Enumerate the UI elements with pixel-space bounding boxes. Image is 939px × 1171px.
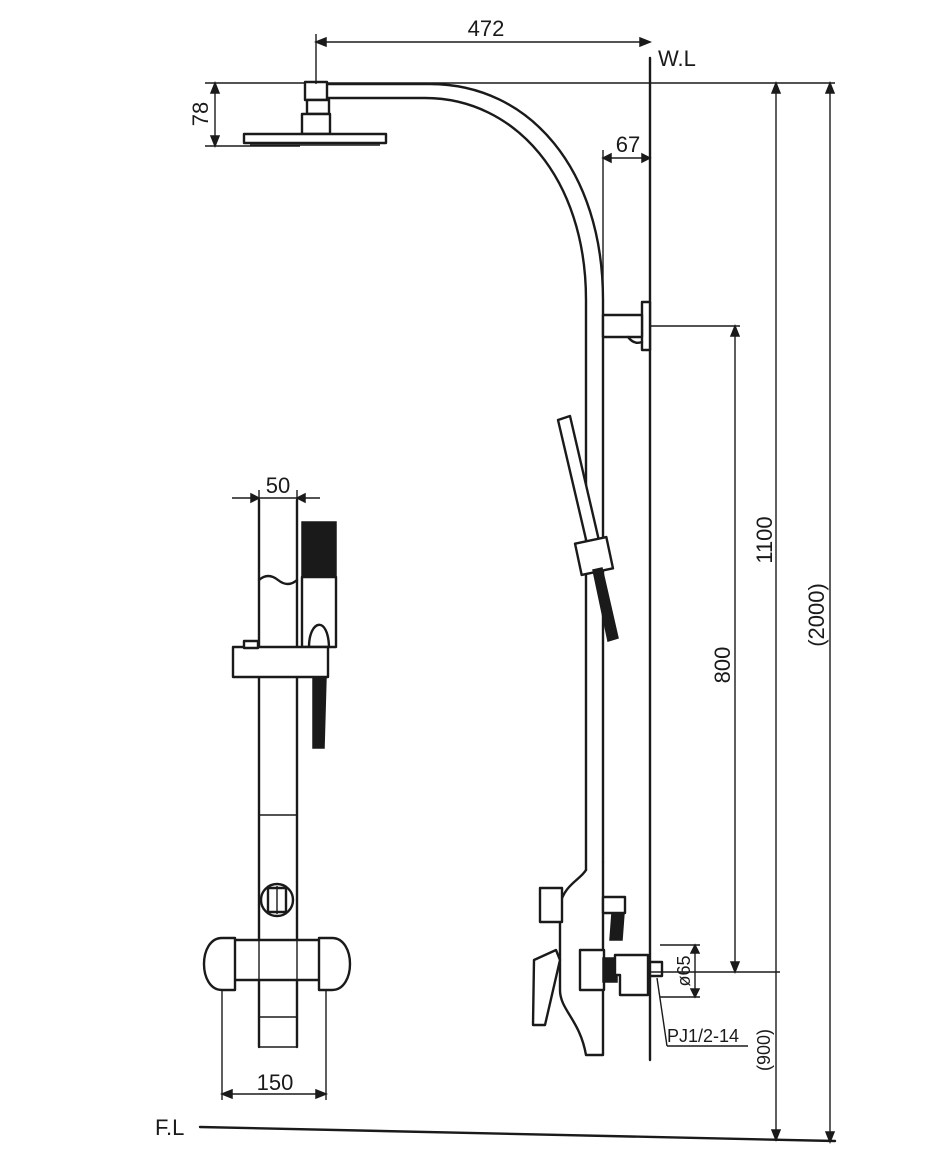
front-right-knob	[317, 936, 352, 992]
dim-78-label: 78	[188, 102, 213, 126]
side-lever	[531, 948, 562, 1027]
diverter-spout	[609, 912, 625, 941]
front-mixer-body	[216, 938, 338, 982]
dim-900-label: (900)	[754, 1029, 774, 1071]
dim-1100-label: 1100	[752, 516, 777, 563]
head-nut	[300, 112, 332, 136]
dimensions: 472 W.L 78 67 1100 (2000) 800	[155, 16, 836, 1145]
head-connector	[303, 80, 329, 102]
hand-shower-handle-side	[592, 567, 619, 642]
dim-800-label: 800	[710, 647, 735, 684]
diverter-stem	[601, 895, 627, 915]
mixer-elbow	[613, 953, 650, 997]
floor-line-label: F.L	[155, 1115, 184, 1140]
thread-label: PJ1/2-14	[667, 1026, 739, 1046]
dim-50-label: 50	[266, 473, 290, 498]
wall-connection-nut	[648, 960, 664, 978]
dim-2000-label: (2000)	[804, 583, 829, 647]
front-view	[202, 498, 352, 1049]
head-swivel	[305, 98, 331, 116]
side-view	[198, 56, 837, 1143]
water-line-label: W.L	[658, 46, 696, 71]
dim-65-label: ø65	[674, 955, 694, 986]
mixer-cartridge	[578, 948, 606, 992]
side-knob-top	[538, 886, 564, 924]
wall-bracket-curve	[626, 335, 644, 345]
wall-bracket-arm	[601, 313, 644, 339]
slide-holder-clip	[242, 639, 260, 650]
hand-shower-front-handle	[312, 676, 327, 749]
shower-arm-inner	[324, 96, 588, 872]
dim-150-label: 150	[257, 1070, 294, 1095]
hand-shower-side	[556, 414, 602, 550]
hand-shower-front-head	[301, 521, 337, 578]
dim-67-label: 67	[616, 132, 640, 157]
rail-break	[257, 574, 299, 586]
floor-line	[198, 1125, 837, 1143]
slide-holder-front	[231, 645, 330, 679]
front-left-knob	[202, 936, 237, 992]
hand-shower-front-neck	[307, 623, 331, 649]
shower-head	[242, 132, 388, 145]
shower-arm-outer	[316, 82, 605, 864]
dim-472-label: 472	[468, 16, 505, 41]
hand-shower-front-body	[300, 575, 338, 649]
mixer-body-side	[558, 860, 605, 1057]
